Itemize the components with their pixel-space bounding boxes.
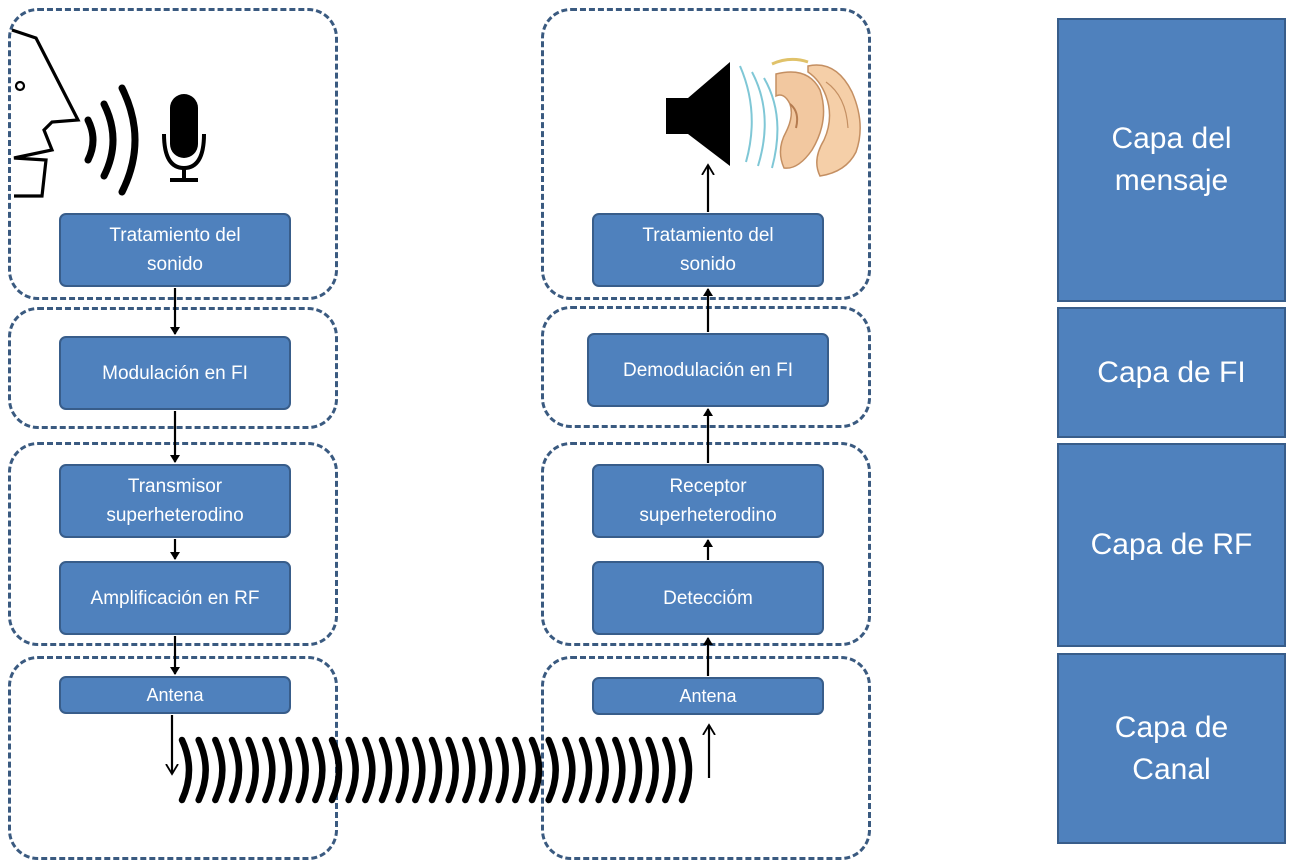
radio-wave-arc [212,736,226,804]
rx-channel-layer-box [541,656,871,860]
rx-flow-arrows [708,165,709,778]
radio-wave-arc [545,736,559,804]
radio-wave-arc [645,736,659,804]
rx-antenna-block: Antena [592,677,824,715]
radio-wave-arc [395,736,409,804]
radio-wave-arc [512,736,526,804]
layer-message-box: Capa del mensaje [1057,18,1286,302]
radio-wave-arc [328,736,343,804]
tx-fi-modulation-block: Modulación en FI [59,336,291,410]
radio-wave-icon [178,736,693,804]
radio-wave-arc [345,736,359,804]
layer-fi-box: Capa de FI [1057,307,1286,438]
radio-wave-arc [528,736,543,804]
radio-wave-arc [412,736,426,804]
layer-channel-box: Capa de Canal [1057,653,1286,844]
speaking-head-icon [11,28,81,198]
tx-sound-processing-block: Tratamiento del sonido [59,213,291,287]
tx-rf-amplification-block: Amplificación en RF [59,561,291,635]
listening-ear-icon [739,57,861,177]
radio-wave-arc [495,736,509,804]
radio-wave-arc [278,736,293,804]
radio-wave-arc [628,736,643,804]
tx-fi-layer-box [8,307,338,429]
radio-wave-arc [595,736,609,804]
radio-wave-arc [462,736,476,804]
rx-detection-block: Detecciόm [592,561,824,635]
rx-fi-layer-box [541,306,871,428]
radio-wave-arc [362,736,376,804]
rx-superhet-receiver-block: Receptor superheterodino [592,464,824,538]
tx-flow-arrows [172,288,180,774]
tx-rf-layer-box [8,442,338,646]
radio-wave-arc [378,736,393,804]
speaker-icon [666,62,730,166]
radio-wave-arc [562,736,576,804]
radio-wave-arc [312,736,326,804]
radio-wave-arc [295,736,309,804]
radio-wave-arc [262,736,276,804]
rx-fi-demodulation-block: Demodulación en FI [587,333,829,407]
voice-waves-icon [84,84,139,196]
radio-wave-arc [445,736,459,804]
radio-wave-arc [478,736,493,804]
radio-wave-arc [245,736,259,804]
tx-antenna-block: Antena [59,676,291,714]
tx-superhet-transmitter-block: Transmisor superheterodino [59,464,291,538]
tx-message-layer-box [8,8,338,300]
microphone-icon [162,94,206,182]
radio-wave-arc [578,736,593,804]
radio-wave-arc [195,736,209,804]
radio-wave-arc [228,736,243,804]
layer-rf-box: Capa de RF [1057,443,1286,647]
radio-wave-arc [678,736,693,804]
radio-wave-arc [662,736,676,804]
radio-wave-arc [612,736,626,804]
radio-wave-arc [178,736,193,804]
radio-wave-arc [428,736,443,804]
rx-sound-processing-block: Tratamiento del sonido [592,213,824,287]
rx-message-layer-box [541,8,871,300]
